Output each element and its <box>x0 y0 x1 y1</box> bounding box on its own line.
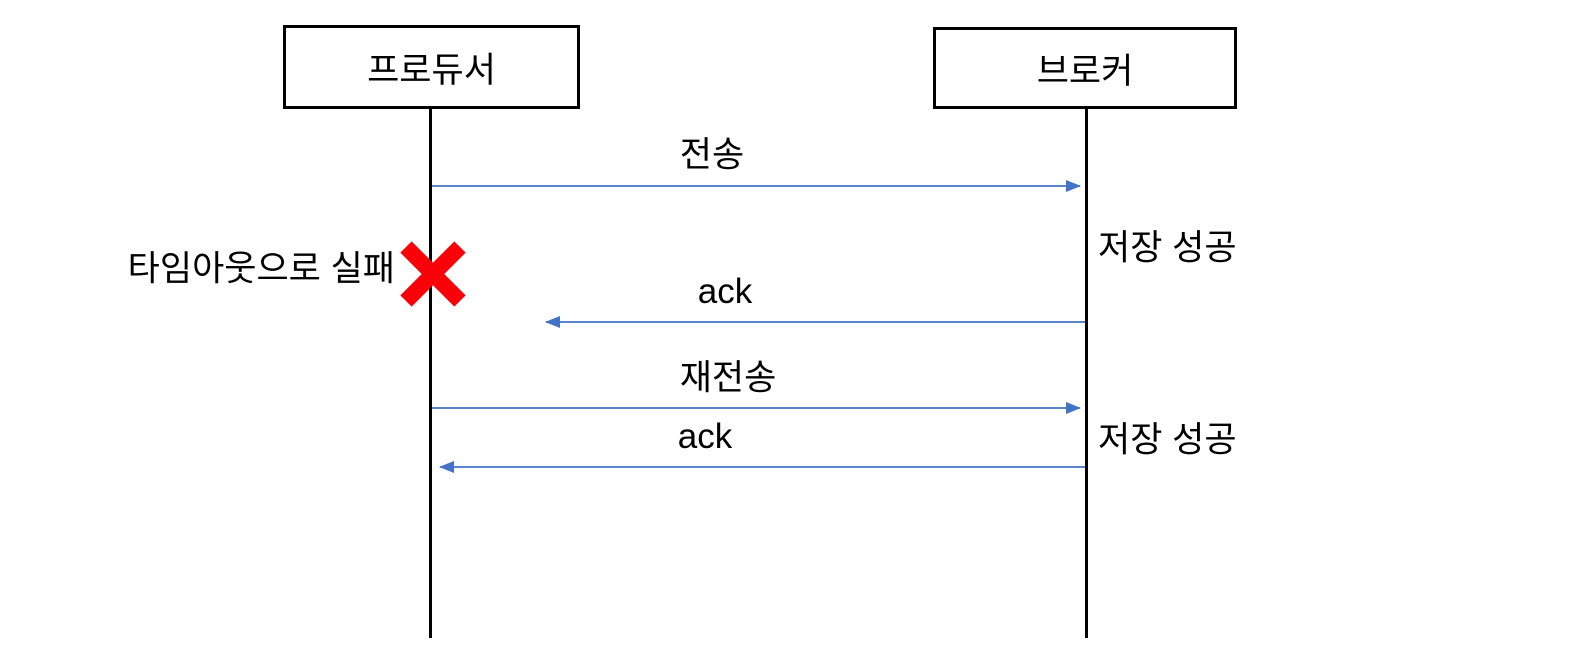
ack-failed-message-label: ack <box>697 272 753 311</box>
store-success-note-lower: 저장 성공 <box>1098 420 1237 460</box>
broker-actor-label: 브로커 <box>1036 51 1134 91</box>
ack-success-message-label: ack <box>677 417 733 456</box>
store-success-note-upper: 저장 성공 <box>1098 228 1237 268</box>
resend-message-label: 재전송 <box>679 358 777 398</box>
timeout-failure-note: 타임아웃으로 실패 <box>127 249 395 289</box>
producer-actor-label: 프로듀서 <box>367 50 496 90</box>
broker-actor-box: 브로커 <box>933 27 1237 109</box>
send-message-label: 전송 <box>679 135 745 175</box>
producer-actor-box: 프로듀서 <box>283 25 580 109</box>
producer-lifeline <box>429 109 432 638</box>
broker-lifeline <box>1085 109 1088 638</box>
red-x-icon <box>400 241 466 307</box>
